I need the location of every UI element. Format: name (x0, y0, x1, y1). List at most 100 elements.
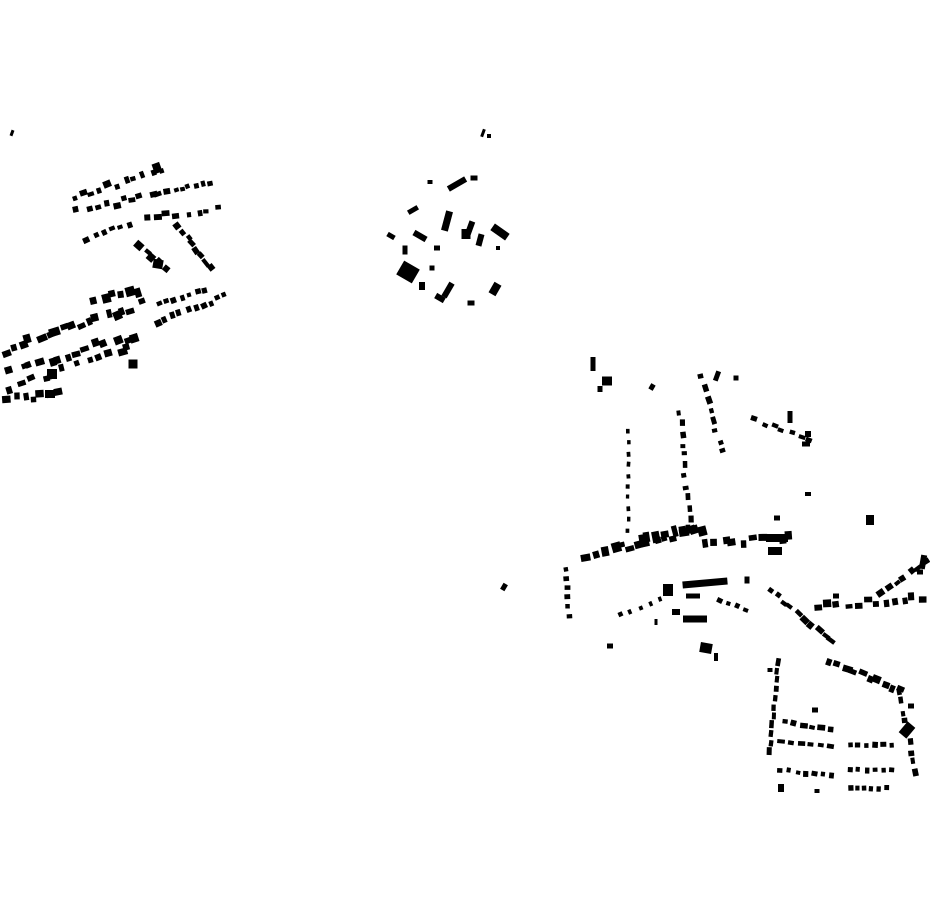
building (900, 710, 906, 717)
building (191, 245, 201, 256)
building (642, 531, 651, 543)
building (156, 300, 163, 307)
building (94, 353, 103, 362)
building (446, 176, 468, 192)
building (918, 596, 927, 603)
building (768, 739, 774, 747)
building (774, 675, 780, 683)
building (766, 747, 772, 756)
building (396, 260, 420, 284)
building (187, 238, 196, 248)
building (500, 582, 508, 592)
building (657, 596, 663, 602)
building (750, 415, 758, 422)
building (888, 767, 895, 773)
building (592, 550, 601, 560)
building (814, 789, 820, 793)
building (898, 696, 904, 704)
building (672, 609, 680, 615)
building (651, 530, 661, 544)
building (716, 597, 724, 604)
building (687, 505, 693, 513)
building (53, 387, 63, 397)
building (676, 410, 681, 416)
building (880, 741, 887, 747)
building (681, 451, 687, 456)
building (200, 180, 206, 188)
building (872, 600, 880, 608)
building (100, 228, 108, 237)
building (23, 392, 30, 401)
building (429, 265, 435, 271)
building (688, 515, 694, 523)
building (825, 635, 836, 645)
building (35, 389, 44, 398)
building (105, 308, 113, 319)
building (883, 599, 890, 608)
building (112, 334, 124, 346)
building (179, 186, 186, 192)
building (776, 767, 783, 773)
building (678, 525, 687, 534)
building (206, 180, 214, 187)
building (726, 538, 736, 547)
building (34, 357, 46, 367)
building (134, 192, 143, 200)
building (812, 707, 818, 713)
building (137, 297, 146, 305)
building (162, 297, 170, 304)
building (10, 343, 18, 352)
building (871, 674, 882, 685)
building (402, 245, 408, 255)
building (488, 281, 502, 297)
building (854, 602, 863, 609)
building (487, 134, 491, 138)
building (185, 305, 193, 313)
building (467, 300, 475, 306)
building (153, 213, 163, 221)
building (153, 318, 163, 328)
building (775, 657, 782, 667)
building (71, 350, 81, 359)
building (848, 785, 854, 791)
building (626, 516, 631, 522)
building (117, 290, 125, 299)
building (607, 643, 613, 649)
building (908, 750, 915, 757)
building (90, 337, 101, 348)
building (174, 308, 182, 317)
building (73, 359, 81, 367)
building (725, 600, 731, 607)
building (480, 128, 486, 138)
building (434, 292, 446, 304)
building (120, 195, 128, 202)
building (805, 431, 811, 437)
building (151, 161, 163, 175)
building (868, 786, 874, 792)
building (833, 593, 839, 599)
building (748, 534, 758, 542)
building (625, 494, 630, 499)
building (3, 365, 14, 375)
building (787, 411, 793, 423)
building (36, 333, 49, 344)
building (112, 201, 122, 210)
building (889, 742, 894, 748)
building (686, 593, 700, 599)
building (194, 287, 202, 295)
building (128, 332, 140, 344)
building (808, 724, 816, 730)
building (626, 474, 631, 479)
building (124, 285, 136, 298)
building (777, 739, 786, 744)
building (827, 726, 834, 733)
building (94, 204, 102, 211)
building (58, 363, 65, 372)
building (203, 209, 209, 214)
building (768, 547, 782, 555)
building (803, 770, 809, 777)
building (24, 360, 32, 369)
building (854, 742, 861, 748)
building (768, 729, 774, 738)
building (206, 263, 216, 272)
